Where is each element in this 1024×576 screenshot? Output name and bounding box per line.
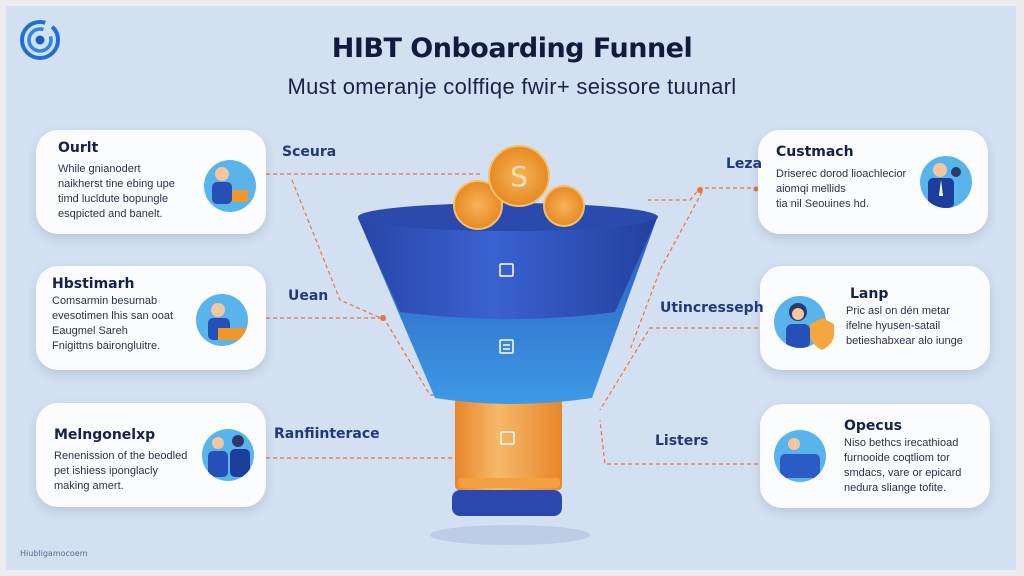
funnel-rim — [358, 203, 658, 231]
card-title: Opecus — [844, 418, 903, 434]
card-title: Custmach — [776, 144, 854, 160]
person-avatar-icon — [204, 160, 256, 212]
card-title: Lanp — [850, 286, 889, 302]
card-title: Ourlt — [58, 140, 99, 156]
stage-label: Utincresseph — [660, 300, 764, 316]
stage-label: Sceura — [282, 144, 337, 160]
stage-label: Ranfiinterace — [274, 426, 380, 442]
stage-icon — [500, 431, 515, 445]
page-subtitle: Must omeranje colffiqe fwir+ seissore tu… — [287, 74, 737, 99]
card-title: Melngonelxp — [54, 427, 156, 443]
stage-icon — [499, 263, 514, 277]
people-meeting-icon — [202, 429, 254, 481]
coin-icon — [488, 145, 550, 207]
connector-line — [599, 327, 758, 411]
person-avatar-icon — [196, 294, 248, 346]
coin-icon — [453, 180, 503, 230]
card-title: Hbstimarh — [52, 276, 135, 292]
person-laptop-icon — [774, 430, 826, 482]
business-person-icon — [920, 156, 972, 208]
shield-coin-icon — [810, 318, 834, 350]
coin-icon — [543, 185, 585, 227]
connector-line — [599, 419, 758, 465]
footer-url: Hiubligamocoem — [20, 549, 88, 558]
funnel-top-section — [358, 218, 657, 319]
connector-line — [648, 187, 758, 201]
stage-icon — [499, 339, 514, 354]
logo-icon — [20, 20, 60, 60]
stage-label: Leza — [726, 156, 763, 172]
page-title: HIBT Onboarding Funnel — [331, 33, 693, 64]
svg-text:S: S — [510, 160, 528, 193]
stage-label: Uean — [288, 288, 329, 304]
connector-line — [629, 191, 703, 351]
funnel-base — [452, 490, 562, 516]
stage-label: Listers — [655, 433, 709, 449]
